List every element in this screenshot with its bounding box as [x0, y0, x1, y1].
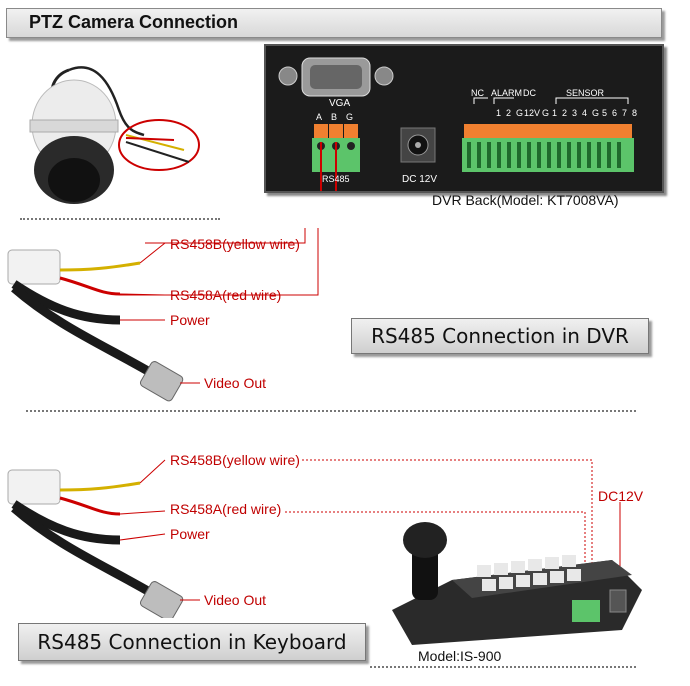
nc-label: NC: [471, 88, 484, 98]
ptz-camera-image: [29, 66, 200, 204]
alarm-pin-12v: 12V: [524, 108, 541, 118]
alarm-pin-g: G: [516, 108, 524, 118]
sensor-label: SENSOR: [566, 88, 605, 98]
section-header: PTZ Camera Connection: [6, 8, 662, 38]
top-cable-graphics: [7, 228, 319, 402]
sensor-pin-1: 1: [552, 108, 558, 118]
top-power-label: Power: [170, 312, 210, 328]
sensor-pin-3: 3: [572, 108, 578, 118]
sensor-pin-7: 7: [622, 108, 628, 118]
top-rs485a-label: RS458A(red wire): [170, 287, 282, 303]
sensor-pin-6: 6: [612, 108, 618, 118]
sensor-pin-8: 8: [632, 108, 638, 118]
sensor-pin-g: G: [592, 108, 600, 118]
bottom-cable-graphics: [7, 459, 200, 618]
keyboard-dc12v-label: DC12V: [598, 488, 644, 504]
top-video-out-label: Video Out: [204, 375, 267, 391]
dvr-connection-title-box: RS485 Connection in DVR: [351, 318, 649, 354]
divider: [370, 666, 636, 668]
alarm-pin-1: 1: [496, 108, 502, 118]
keyboard-controller-image: [392, 522, 642, 645]
divider: [20, 218, 220, 220]
sensor-pin-5: 5: [602, 108, 608, 118]
alarm-pin-g2: G: [542, 108, 550, 118]
rs485-label: RS485: [322, 174, 350, 184]
pin-a-label: A: [316, 112, 323, 122]
pin-b-label: B: [331, 112, 338, 122]
pin-g-label: G: [346, 112, 354, 122]
dvr-back-panel: VGA A B G RS485 DC 12V NC ALARM DC SENSO…: [264, 44, 664, 193]
alarm-pin-2: 2: [506, 108, 512, 118]
alarm-label: ALARM: [491, 88, 523, 98]
bottom-rs485a-label: RS458A(red wire): [170, 501, 282, 517]
top-rs485b-label: RS458B(yellow wire): [170, 236, 300, 252]
bottom-video-out-label: Video Out: [204, 592, 267, 608]
bottom-rs485b-label: RS458B(yellow wire): [170, 452, 300, 468]
bottom-power-label: Power: [170, 526, 210, 542]
dc-label: DC: [523, 88, 536, 98]
dc12v-label: DC 12V: [402, 174, 438, 185]
dvr-caption: DVR Back(Model: KT7008VA): [432, 192, 619, 208]
page-title: PTZ Camera Connection: [29, 12, 239, 32]
sensor-pin-2: 2: [562, 108, 568, 118]
sensor-pin-4: 4: [582, 108, 588, 118]
vga-label: VGA: [329, 98, 351, 109]
divider: [26, 410, 636, 412]
dvr-panel-graphics: [278, 57, 634, 191]
keyboard-model-label: Model:IS-900: [418, 648, 502, 664]
keyboard-connection-title-box: RS485 Connection in Keyboard: [18, 623, 366, 661]
